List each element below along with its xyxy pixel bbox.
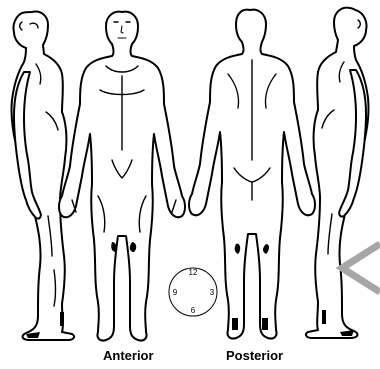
figure-side-left: [11, 12, 74, 340]
figure-side-right: [306, 8, 369, 338]
posterior-label: Posterior: [226, 348, 283, 363]
clock-label-6: 6: [191, 306, 196, 315]
clock-label-12: 12: [189, 268, 198, 277]
chevron-left-icon: [342, 244, 380, 292]
clock-label-3: 3: [210, 288, 215, 297]
clock-label-9: 9: [173, 288, 178, 297]
figure-anterior: [59, 12, 185, 341]
anterior-label: Anterior: [103, 348, 154, 363]
clock-face: 12 3 6 9: [169, 268, 217, 316]
